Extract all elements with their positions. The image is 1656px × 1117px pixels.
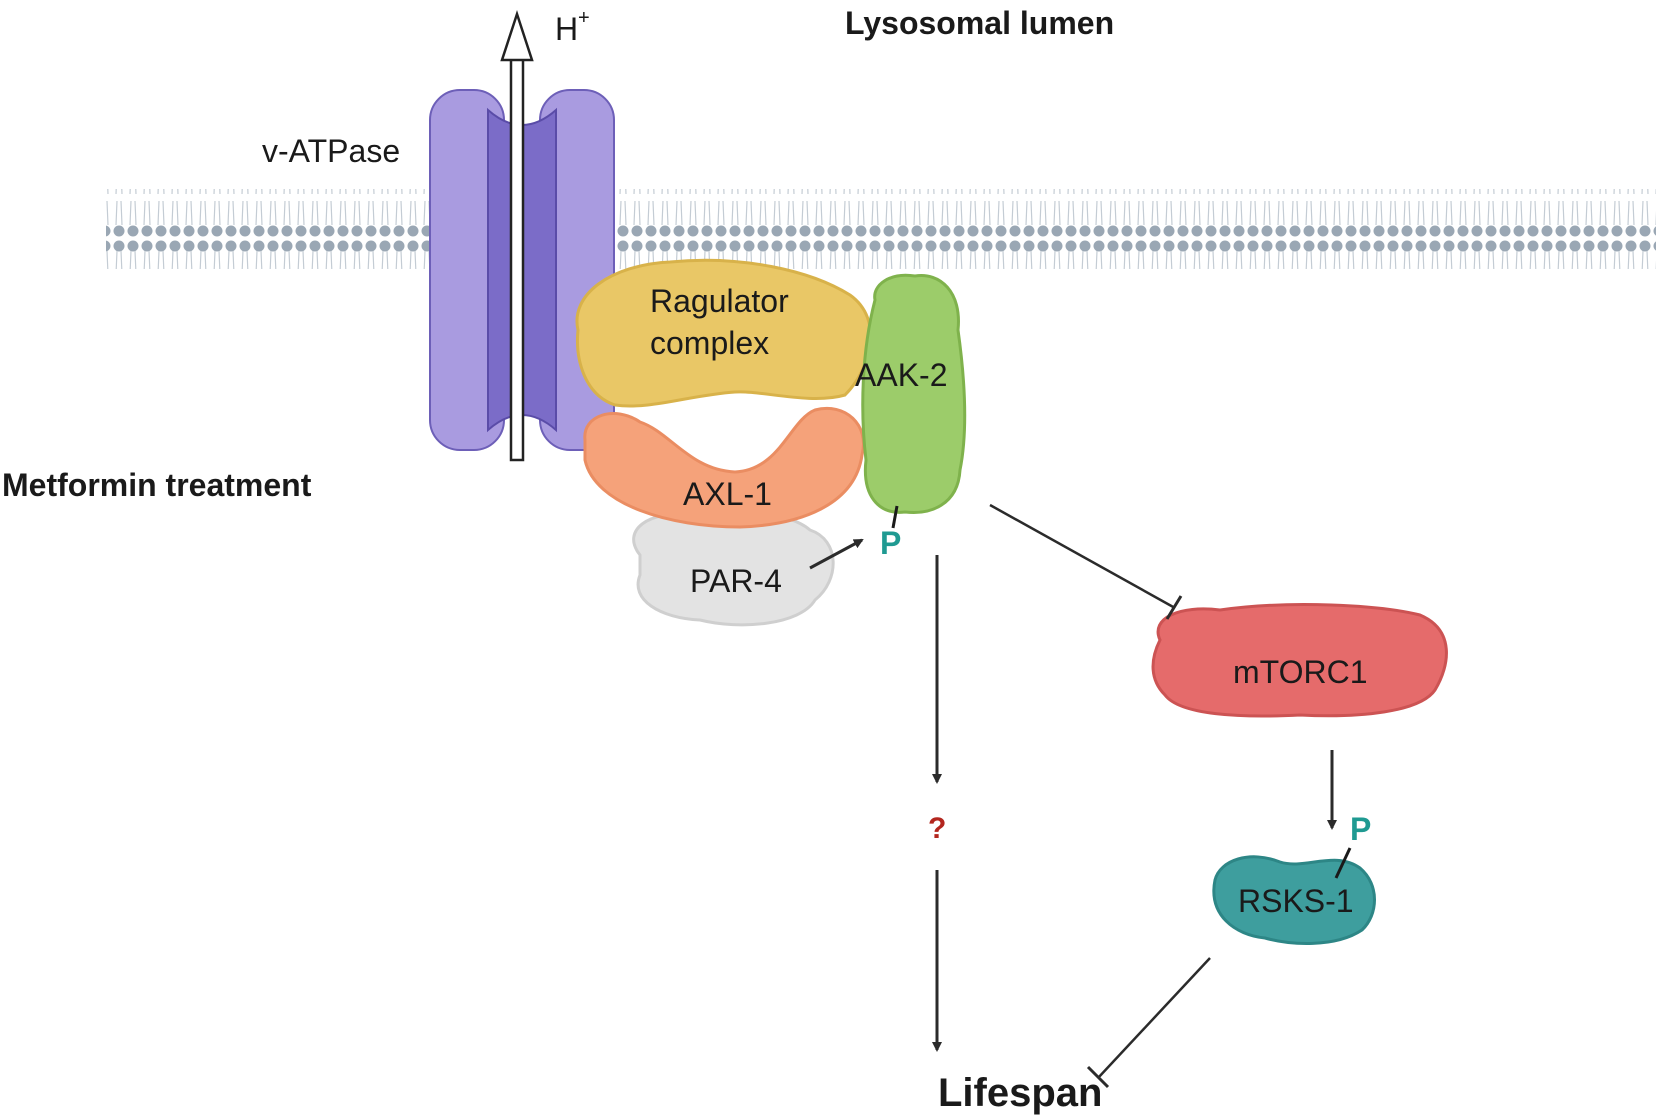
unknown-mediator-label: ? [928,812,946,845]
v-atpase-label: v-ATPase [262,133,400,169]
mtorc1-label: mTORC1 [1233,654,1368,690]
aak2-protein [861,273,967,514]
rsks1-label: RSKS-1 [1238,883,1354,919]
proton-charge: + [578,7,590,29]
proton-arrow-icon [500,9,534,462]
phospho-aak2-label: P [880,525,901,561]
ragulator-protein [575,258,873,408]
axl1-protein [583,407,865,529]
aak2-label: AAK-2 [855,357,947,393]
inhibit-bar-lifespan [1086,1065,1110,1089]
par4-label: PAR-4 [690,563,782,599]
ragulator-label-line1: Ragulator [650,283,789,319]
inhibit-bar-mtorc1 [1165,595,1183,620]
axl1-label: AXL-1 [683,476,772,512]
aak2-p-bond [891,505,899,529]
rsks1-inhibits-lifespan [1097,957,1211,1079]
proton-label: H [555,11,578,47]
mtorc1-protein [1151,603,1448,718]
treatment-label: Metformin treatment [2,467,312,503]
ragulator-label-line2: complex [650,325,769,361]
lifespan-label: Lifespan [938,1071,1102,1115]
aak2-inhibits-mtorc1 [989,503,1176,610]
phospho-rsks1-label: P [1350,811,1371,847]
lipid-bilayer-icon [106,189,1656,269]
par4-to-p-arrow [809,538,864,570]
rsks1-protein [1212,855,1376,945]
lumen-label: Lysosomal lumen [845,5,1114,41]
rsks1-p-bond [1334,847,1352,879]
